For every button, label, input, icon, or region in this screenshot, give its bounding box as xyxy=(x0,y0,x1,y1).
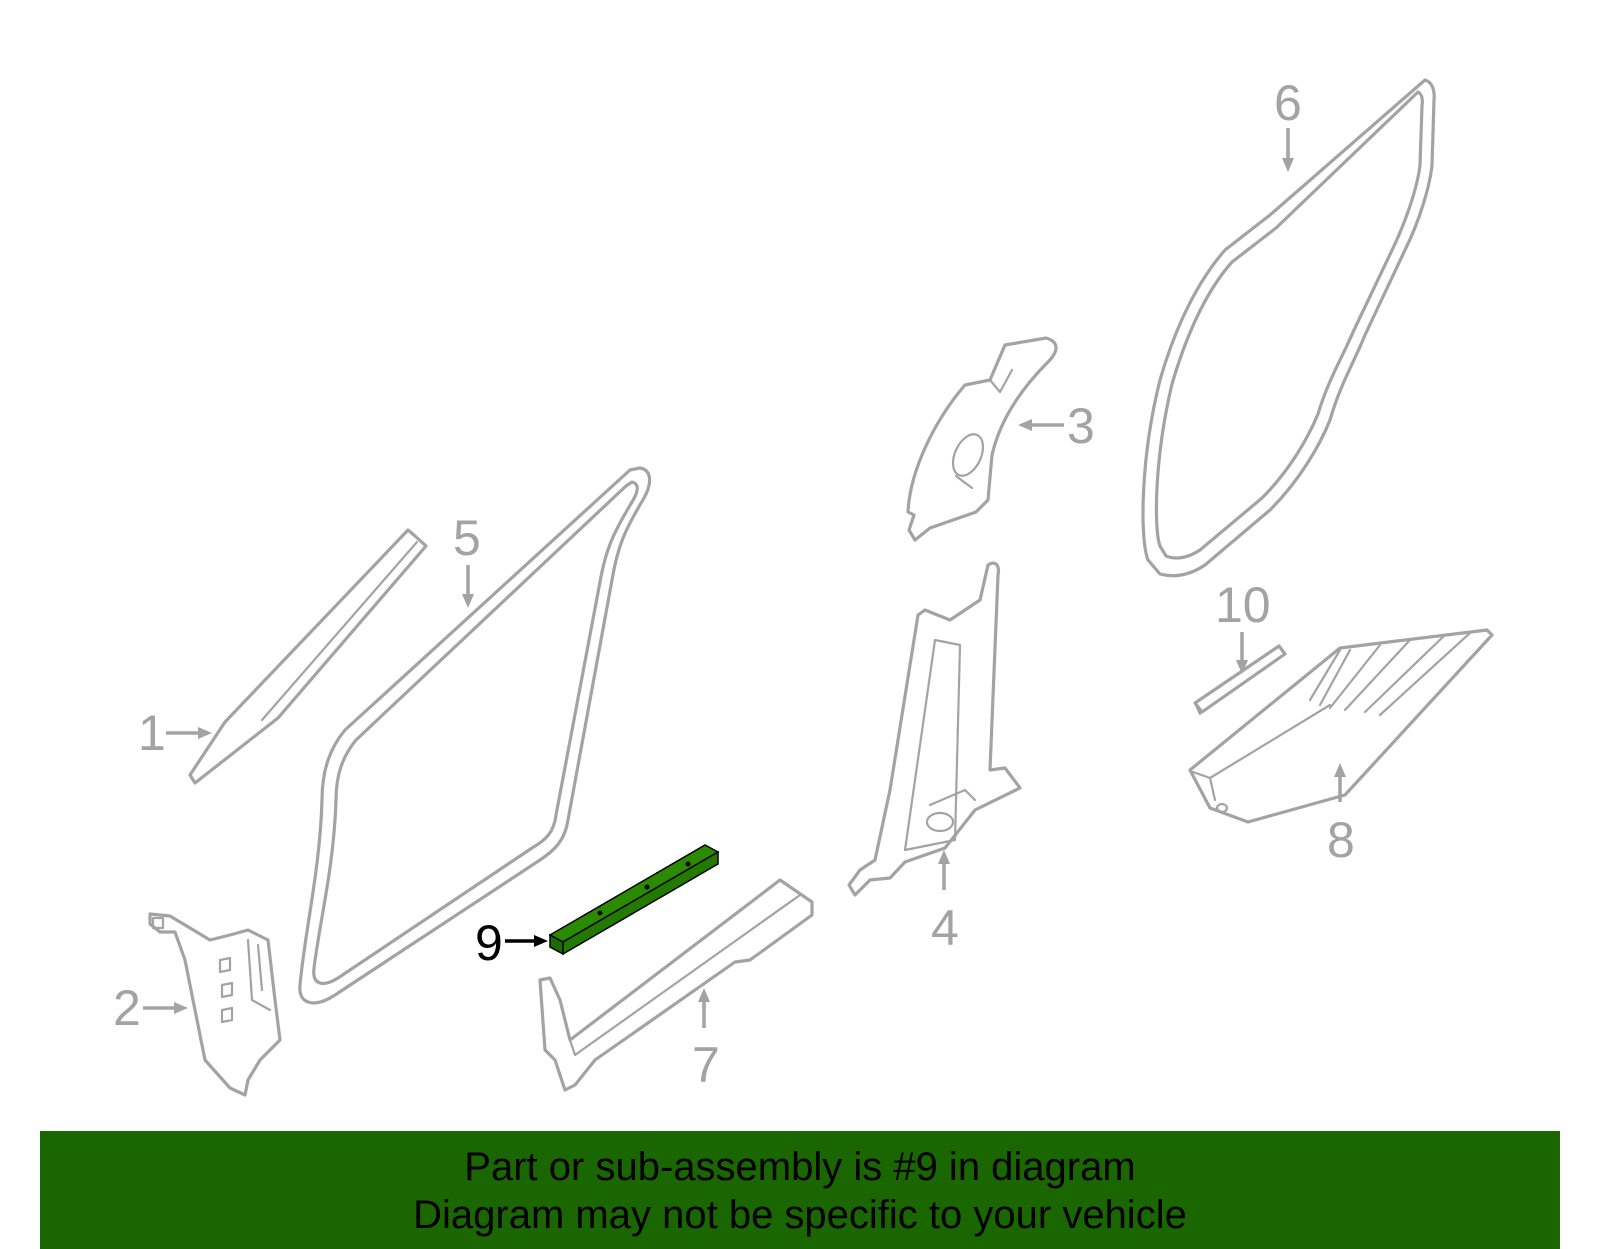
part-9-side-face xyxy=(562,850,719,956)
callout-2[interactable]: 2 xyxy=(113,980,188,1036)
callout-9-label: 9 xyxy=(475,915,503,971)
part-2-bracket[interactable] xyxy=(148,912,282,1097)
part-9-top-face xyxy=(548,844,720,943)
callout-1[interactable]: 1 xyxy=(138,705,212,761)
part-9-highlighted-strip[interactable] xyxy=(548,844,720,956)
callout-1-label: 1 xyxy=(138,705,166,761)
callout-5-label: 5 xyxy=(453,510,481,566)
info-banner: Part or sub-assembly is #9 in diagram Di… xyxy=(40,1131,1560,1249)
banner-disclaimer: Diagram may not be specific to your vehi… xyxy=(413,1193,1187,1237)
callout-3[interactable]: 3 xyxy=(1018,398,1095,454)
callout-10-label: 10 xyxy=(1215,577,1271,633)
parts-diagram: 1 2 3 4 5 6 7 8 xyxy=(113,75,1494,1097)
callout-8[interactable]: 8 xyxy=(1327,763,1355,868)
callout-2-label: 2 xyxy=(113,980,141,1036)
banner-part-note: Part or sub-assembly is #9 in diagram xyxy=(464,1145,1136,1189)
callout-6[interactable]: 6 xyxy=(1274,75,1302,172)
callout-4[interactable]: 4 xyxy=(931,850,959,956)
callout-10[interactable]: 10 xyxy=(1215,577,1271,674)
callout-9[interactable]: 9 xyxy=(475,915,548,971)
part-10-small-strip[interactable] xyxy=(1193,644,1287,716)
callout-5[interactable]: 5 xyxy=(453,510,481,608)
part-8-scuff-plate[interactable] xyxy=(1188,628,1494,824)
part-3-upper-pillar-trim[interactable] xyxy=(906,336,1058,542)
callout-7[interactable]: 7 xyxy=(692,988,720,1093)
callout-8-label: 8 xyxy=(1327,812,1355,868)
callout-7-label: 7 xyxy=(692,1037,720,1093)
part-1-pillar-trim[interactable] xyxy=(188,528,428,785)
part-5-front-door-seal[interactable] xyxy=(298,466,652,1005)
callout-3-label: 3 xyxy=(1067,398,1095,454)
part-6-rear-door-seal[interactable] xyxy=(1141,78,1436,578)
callout-4-label: 4 xyxy=(931,900,959,956)
part-7-front-scuff-plate[interactable] xyxy=(538,878,814,1092)
callout-6-label: 6 xyxy=(1274,75,1302,131)
part-4-lower-pillar-trim[interactable] xyxy=(847,561,1022,897)
